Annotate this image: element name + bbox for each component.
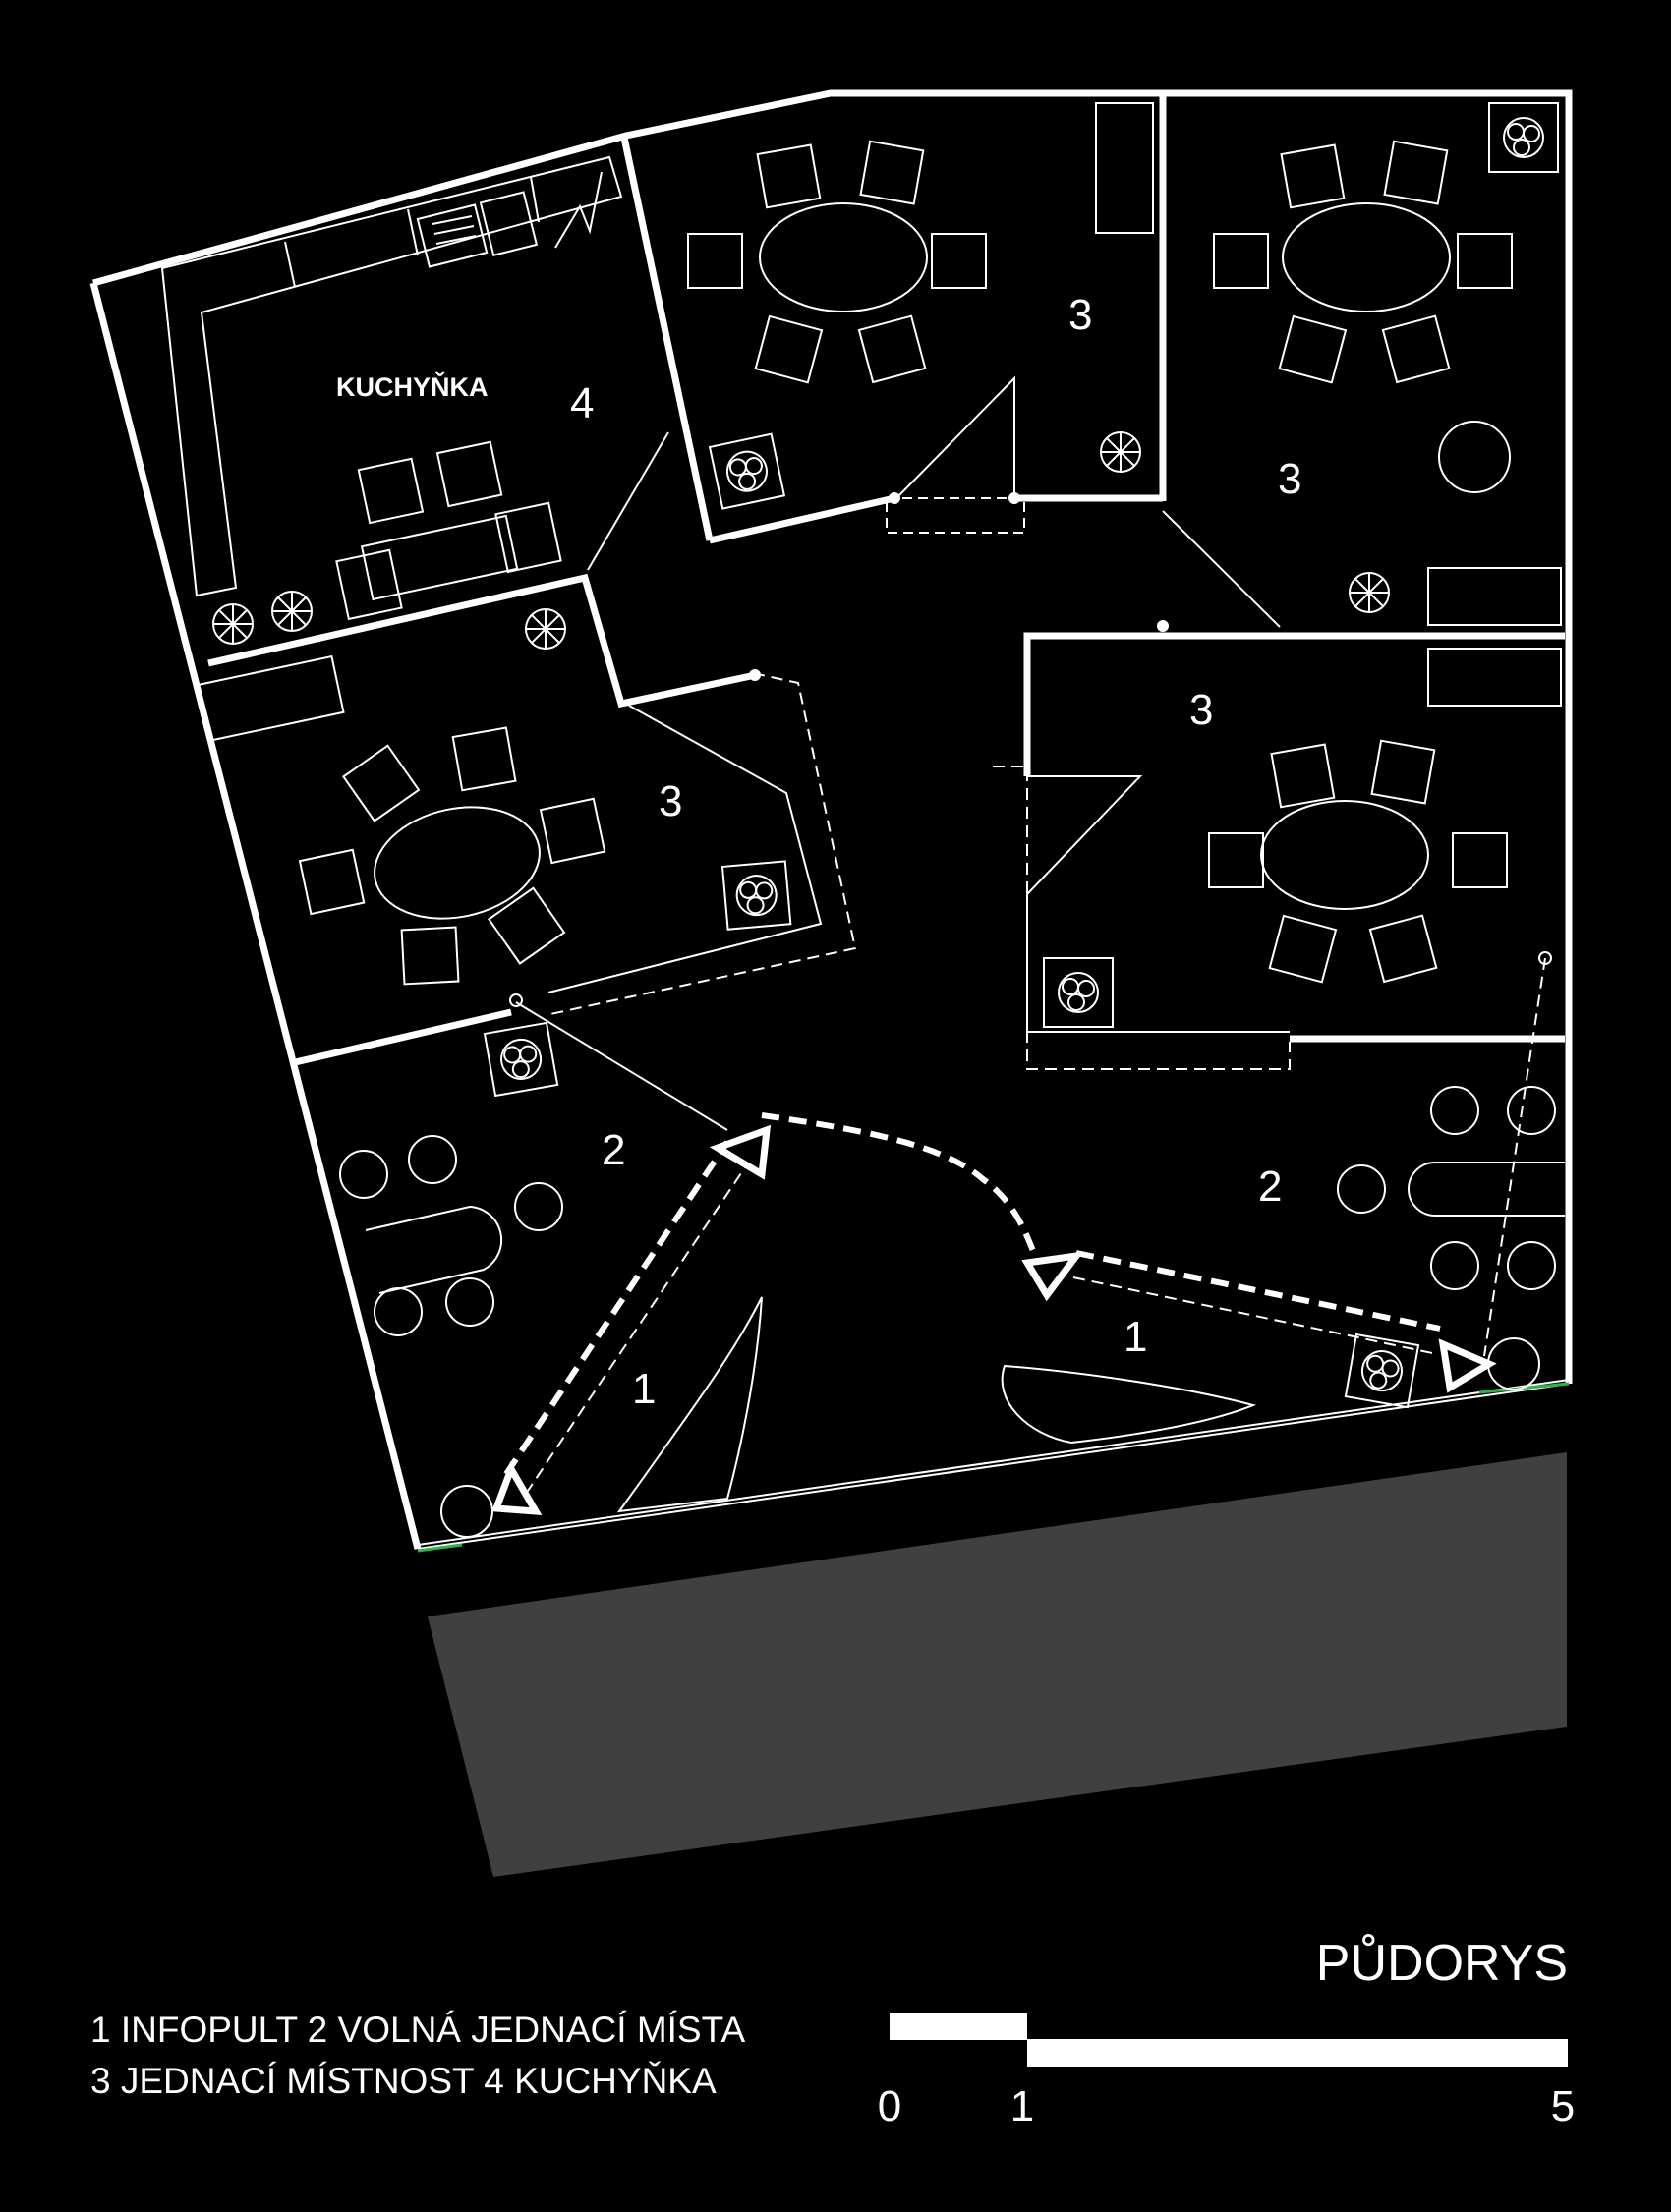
walls [89,89,1573,1550]
wall-kitchen-meeting [620,137,714,541]
outer-wall-left [92,89,1573,631]
light-icon [1349,572,1390,613]
meeting-room-number: 3 [659,777,682,825]
furniture [160,102,1565,1538]
plant-icon [720,860,792,931]
wall-right-meeting [1023,632,1565,776]
facade-glass [417,1379,1570,1550]
scale-label-5: 5 [1551,2082,1575,2130]
scale-label-0: 0 [878,2082,901,2130]
arrow-icon [709,1124,772,1180]
light-icon [271,591,313,632]
plant-icon [483,1021,559,1098]
kitchen-counter [160,155,623,597]
meeting-room-number: 3 [1068,291,1092,339]
wall-top-mid-bottom [709,494,895,544]
arrow-icon [491,1460,543,1515]
lounge-number: 2 [602,1126,625,1174]
plant-icon [1043,957,1114,1028]
legend-line-2: 3 JEDNACÍ MÍSTNOST 4 KUCHYŇKA [90,2061,717,2101]
paths [503,1112,1441,1495]
lights [212,431,1390,650]
infopult-number: 1 [1124,1313,1147,1361]
doors [509,375,1552,1357]
meeting-room-number: 3 [1189,686,1213,734]
legend-line-1: 1 INFOPULT 2 VOLNÁ JEDNACÍ MÍSTA [90,2010,745,2050]
light-icon [1100,431,1141,473]
direction-markers [491,1124,1497,1515]
light-icon [212,603,254,645]
light-icon [525,608,566,650]
lounge-number: 2 [1258,1163,1282,1211]
infopult-number: 1 [632,1365,656,1413]
plant-icon [1344,1333,1420,1409]
street-area [428,1452,1567,1877]
plants [483,117,1544,1409]
kitchen-name-label: KUCHYŇKA [336,371,489,402]
plant-icon [1503,117,1544,158]
plant-icon [708,432,786,510]
scale-label-1: 1 [1010,2082,1034,2130]
kitchen-number: 4 [570,379,594,427]
scale-bar [890,2013,1568,2067]
wall-left-lounge [290,1008,512,1067]
arrow-icon [1021,1251,1084,1302]
drawing-title: PŮDORYS [1316,1934,1568,1992]
outer-wall-left-side [89,282,422,1550]
meeting-room-number: 3 [1278,455,1301,503]
wall-kitchen-bottom [207,573,752,709]
arrow-icon [1438,1338,1497,1393]
